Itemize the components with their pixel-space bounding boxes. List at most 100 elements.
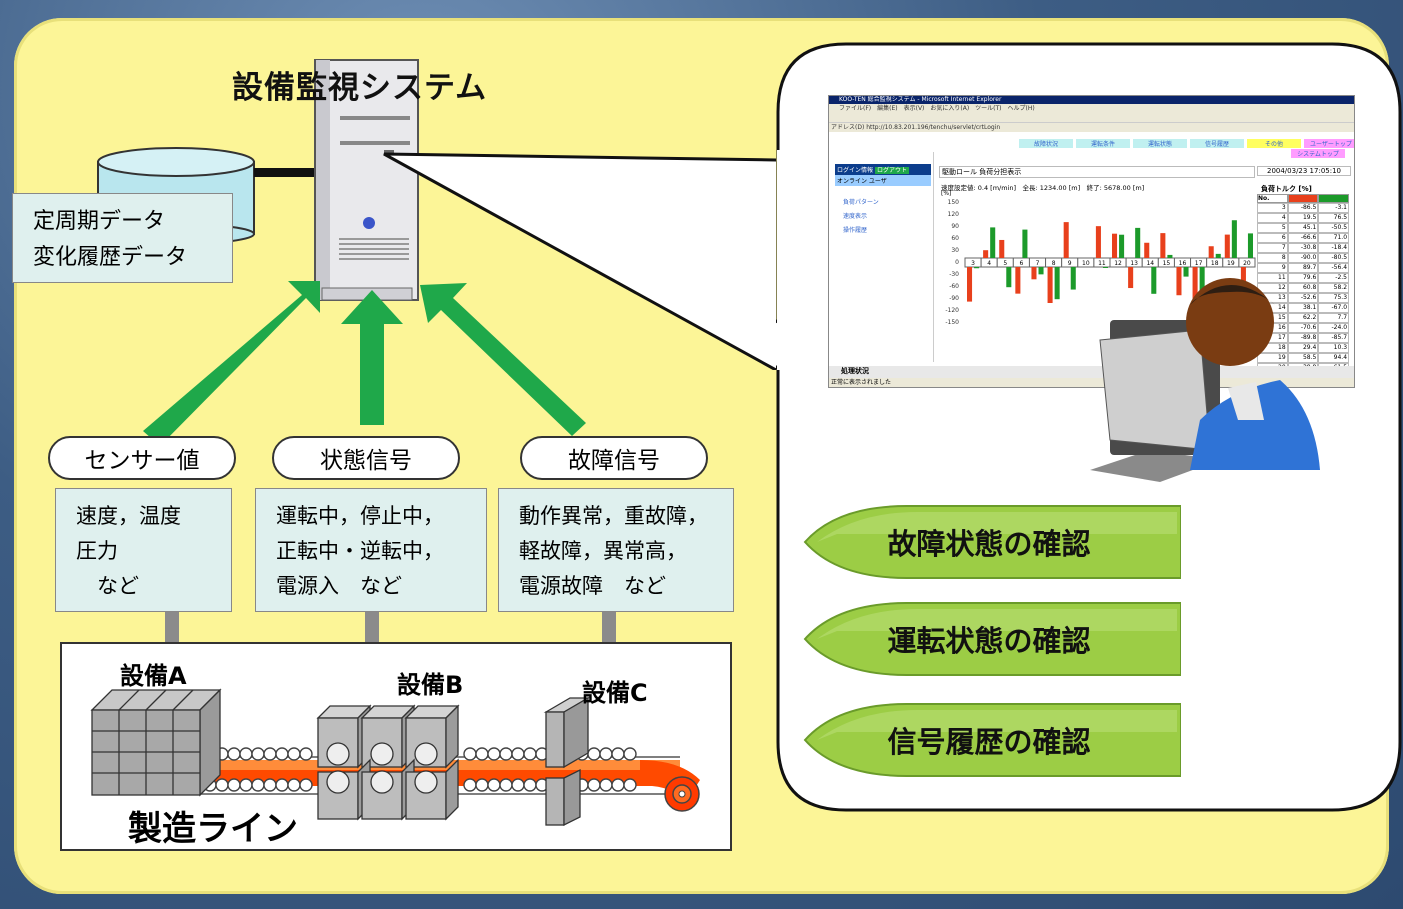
nav-item: ユーザートップ	[1304, 139, 1354, 148]
torque-bar	[1031, 267, 1037, 280]
y-tick-label: -150	[945, 319, 959, 326]
torque-bar	[1144, 242, 1150, 258]
table-cell: -18.4	[1318, 243, 1350, 253]
table-row: 8-90.0-80.5	[1257, 253, 1350, 263]
table-cell: -70.6	[1287, 323, 1319, 333]
params: 速度設定値: 0.4 [m/min] 全長: 1234.00 [m] 終了: 5…	[941, 184, 1145, 192]
action-label: 信号履歴の確認	[887, 725, 1091, 759]
nav-bar: 故障状況 運転条件 運転状態 信号履歴 その他 ユーザートップ	[1019, 139, 1354, 148]
torque-bar	[1102, 267, 1108, 268]
nav-item: その他	[1247, 139, 1301, 148]
action-label: 運転状態の確認	[887, 624, 1091, 658]
table-cell: 58.5	[1287, 353, 1319, 363]
table-cell: 75.3	[1318, 293, 1350, 303]
torque-bar	[1119, 234, 1125, 258]
equipment-c-icon	[543, 696, 591, 827]
table-cell: -2.5	[1318, 273, 1350, 283]
table-cell: 79.6	[1287, 273, 1319, 283]
table-cell: -90.0	[1287, 253, 1319, 263]
equipment-b-label: 設備B	[397, 671, 464, 699]
x-tick-label: 11	[1098, 260, 1106, 267]
table-cell: 5	[1257, 223, 1288, 233]
table-cell: 94.4	[1318, 353, 1350, 363]
torque-bar	[1095, 226, 1101, 258]
x-tick-label: 14	[1146, 260, 1154, 267]
table-header-cell: No.	[1257, 194, 1288, 203]
table-header-cell	[1318, 194, 1350, 203]
table-cell: -3.1	[1318, 203, 1350, 213]
x-tick-label: 17	[1195, 260, 1203, 267]
table-cell: 7	[1257, 243, 1288, 253]
detail-line: 電源故障 など	[519, 574, 666, 598]
nav-item: システムトップ	[1291, 149, 1345, 158]
bubble-tail	[383, 152, 777, 370]
signal-pill-fault: 故障信号	[520, 436, 708, 480]
table-row: 7-30.8-18.4	[1257, 243, 1350, 253]
torque-bar	[1167, 254, 1173, 258]
x-tick-label: 5	[1003, 260, 1007, 267]
table-cell: -52.6	[1287, 293, 1319, 303]
table-cell: 58.2	[1318, 283, 1350, 293]
x-tick-label: 9	[1068, 260, 1072, 267]
torque-bar	[1192, 267, 1198, 303]
table-cell: 45.1	[1287, 223, 1319, 233]
table-cell: 76.5	[1318, 213, 1350, 223]
panel-title: 駆動ロール 負荷分担表示	[939, 166, 1255, 178]
side-panel: ログイン情報 ログアウト オンライン ユーザ 負荷パターン 速度表示 操作履歴	[829, 152, 934, 362]
torque-bar	[1047, 267, 1053, 303]
y-tick-label: -60	[949, 283, 959, 290]
x-tick-label: 19	[1227, 260, 1235, 267]
side-link: 負荷パターン	[843, 199, 879, 206]
torque-bar	[1135, 227, 1141, 258]
storage-line-2: 変化履歴データ	[33, 245, 188, 270]
torque-bar	[967, 267, 973, 302]
y-tick-label: -120	[945, 307, 959, 314]
table-header: No.	[1257, 194, 1350, 203]
table-cell: 29.4	[1287, 343, 1319, 353]
torque-bar	[1231, 220, 1237, 258]
detail-line: 正転中・逆転中，	[276, 539, 444, 563]
detail-line: 運転中，停止中，	[276, 504, 444, 528]
unit-label: [%]	[941, 190, 952, 197]
table-cell: 38.1	[1287, 303, 1319, 313]
torque-bar	[983, 250, 989, 258]
x-tick-label: 12	[1114, 260, 1122, 267]
status-bar: 正常に表示されました	[829, 378, 1354, 387]
table-cell: 7.7	[1318, 313, 1350, 323]
signal-detail-state: 運転中，停止中， 正転中・逆転中， 電源入 など	[255, 488, 487, 612]
table-cell: 89.7	[1287, 263, 1319, 273]
action-label: 故障状態の確認	[887, 527, 1091, 561]
torque-bar	[1054, 267, 1060, 300]
torque-bar	[1006, 267, 1012, 288]
table-cell: -86.5	[1287, 203, 1319, 213]
x-tick-label: 13	[1130, 260, 1138, 267]
table-cell: -67.0	[1318, 303, 1350, 313]
torque-bar	[1247, 233, 1253, 258]
table-title: 負荷トルク [%]	[1261, 185, 1312, 193]
torque-bar	[1176, 267, 1182, 296]
table-cell: 19	[1257, 353, 1288, 363]
x-tick-label: 7	[1036, 260, 1040, 267]
x-tick-label: 8	[1052, 260, 1056, 267]
table-cell: -24.0	[1318, 323, 1350, 333]
login-info: ログイン情報 ログアウト	[835, 164, 931, 175]
table-cell: -89.8	[1287, 333, 1319, 343]
signal-detail-sensor: 速度，温度 圧力 など	[55, 488, 232, 612]
side-link: 操作履歴	[843, 227, 868, 234]
system-title: 設備監視システム	[232, 70, 488, 106]
torque-bar	[1038, 267, 1044, 275]
db-link	[254, 168, 316, 177]
detail-line: 圧力	[76, 539, 118, 563]
toolbar	[829, 113, 1354, 122]
torque-bar	[1112, 233, 1118, 258]
menu-bar: ファイル(F) 編集(E) 表示(V) お気に入り(A) ツール(T) ヘルプ(…	[829, 104, 1354, 113]
signal-arrows	[143, 281, 586, 446]
table-cell: -30.8	[1287, 243, 1319, 253]
table-cell: 10.3	[1318, 343, 1350, 353]
torque-bar	[1160, 233, 1166, 258]
online-user: オンライン ユーザ	[835, 175, 931, 186]
